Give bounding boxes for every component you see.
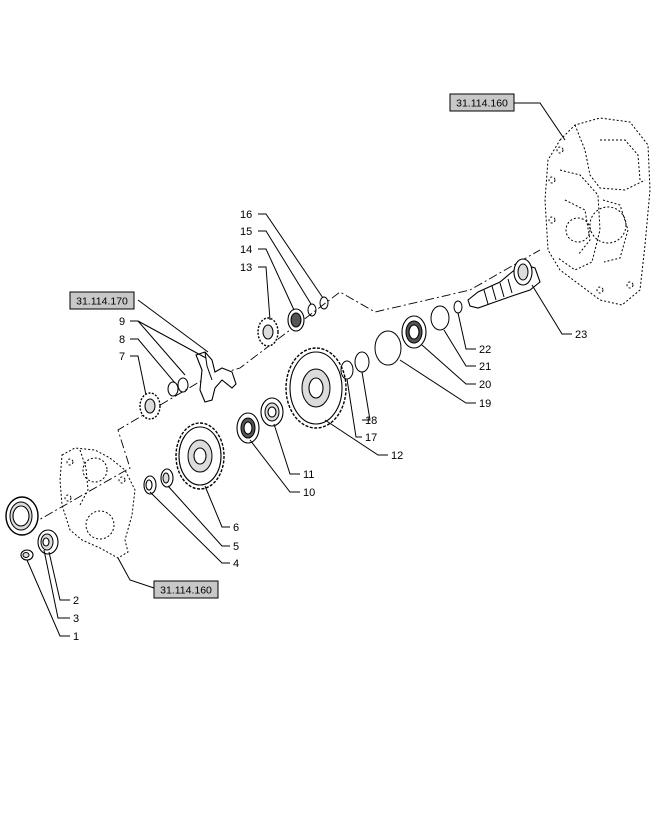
center-axis-line bbox=[29, 249, 541, 526]
part-10-bearing bbox=[236, 412, 260, 444]
part-16-ring bbox=[319, 296, 329, 310]
reference-box-middle: 31.114.170 bbox=[69, 291, 135, 310]
callout-1: 1 bbox=[73, 631, 79, 643]
part-large-seal bbox=[5, 496, 39, 536]
part-2-bearing bbox=[37, 529, 59, 555]
part-22-circlip bbox=[453, 300, 463, 314]
part-20-bearing bbox=[401, 315, 427, 349]
rear-housing-outline bbox=[544, 117, 651, 306]
part-23-shaft bbox=[467, 258, 541, 309]
callout-12: 12 bbox=[391, 450, 403, 462]
reference-box-top: 31.114.160 bbox=[449, 93, 515, 112]
callout-4: 4 bbox=[233, 558, 239, 570]
callout-2: 2 bbox=[73, 595, 79, 607]
callout-14: 14 bbox=[240, 244, 252, 256]
callout-numbers: 1 2 3 4 5 6 7 8 9 10 11 12 13 14 15 16 1… bbox=[73, 209, 587, 643]
part-14-bearing bbox=[287, 308, 305, 332]
callout-11: 11 bbox=[303, 469, 314, 481]
part-19-snap-ring bbox=[374, 330, 402, 366]
callout-7: 7 bbox=[119, 351, 125, 363]
callout-8: 8 bbox=[119, 334, 125, 346]
callout-21: 21 bbox=[479, 361, 491, 373]
callout-19: 19 bbox=[479, 398, 491, 410]
callout-13: 13 bbox=[240, 262, 252, 274]
reference-label: 31.114.160 bbox=[160, 585, 212, 597]
callout-10: 10 bbox=[303, 487, 315, 499]
part-12-gear bbox=[285, 347, 347, 429]
part-13-gear bbox=[257, 317, 279, 347]
reference-box-bottom: 31.114.160 bbox=[153, 580, 219, 599]
reference-label: 31.114.170 bbox=[76, 296, 128, 308]
callout-9: 9 bbox=[119, 316, 125, 328]
part-1-nut bbox=[20, 549, 34, 561]
part-17-ring bbox=[340, 360, 354, 380]
callout-22: 22 bbox=[479, 344, 491, 356]
part-5-bush bbox=[160, 468, 174, 488]
part-7-pinion bbox=[139, 392, 161, 420]
part-6-gear bbox=[175, 422, 225, 490]
front-housing-outline bbox=[59, 447, 136, 559]
callout-16: 16 bbox=[240, 209, 252, 221]
part-9-shift-fork bbox=[195, 351, 237, 403]
callout-5: 5 bbox=[233, 541, 239, 553]
callout-3: 3 bbox=[73, 613, 79, 625]
reference-label: 31.114.160 bbox=[456, 98, 508, 110]
callout-20: 20 bbox=[479, 379, 491, 391]
callout-17: 17 bbox=[365, 432, 377, 444]
part-15-ring bbox=[307, 303, 317, 317]
callout-6: 6 bbox=[233, 522, 239, 534]
callout-18: 18 bbox=[365, 415, 377, 427]
part-4-ring bbox=[143, 475, 157, 495]
part-18-ring bbox=[354, 351, 370, 373]
leader-lines bbox=[26, 102, 572, 637]
part-8-ring bbox=[167, 377, 189, 397]
callout-23: 23 bbox=[575, 329, 587, 341]
callout-15: 15 bbox=[240, 226, 252, 238]
part-11-bearing bbox=[260, 397, 284, 427]
part-21-ring bbox=[430, 305, 450, 331]
